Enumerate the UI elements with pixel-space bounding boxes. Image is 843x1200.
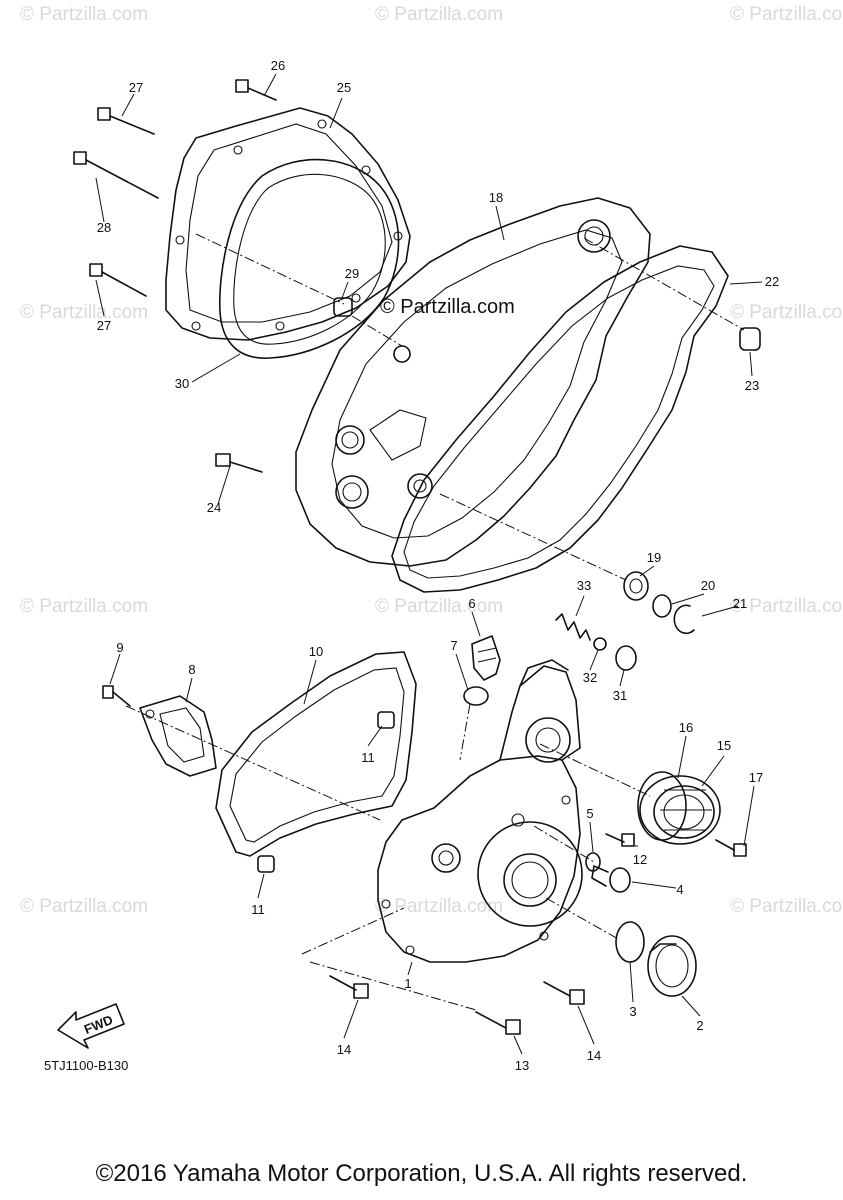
callout-30: 30 (175, 376, 189, 391)
copyright-text: ©2016 Yamaha Motor Corporation, U.S.A. A… (95, 1160, 748, 1187)
bolt-14b (543, 981, 585, 1005)
callout-11: 11 (251, 902, 265, 917)
watermark: © Partzilla.com (730, 4, 843, 25)
crankcase-cover-18 (295, 197, 651, 567)
ball-32 (593, 637, 607, 651)
washer-20 (652, 594, 672, 618)
callout-labels: 1 2 3 4 5 6 7 8 9 10 11 11 12 13 14 14 1… (97, 58, 779, 1073)
watermark: © Partzilla.com (730, 596, 843, 617)
o-ring-7 (463, 686, 489, 706)
callout-11: 11 (361, 750, 375, 765)
watermark: © Partzilla.com (20, 4, 148, 25)
callout-9: 9 (116, 640, 123, 655)
bolt-9 (102, 685, 131, 707)
callout-20: 20 (701, 578, 715, 593)
watermark: © Partzilla.com (375, 596, 503, 617)
callout-31: 31 (613, 688, 627, 703)
bolt-28 (73, 151, 159, 199)
plug-2 (647, 935, 697, 997)
callout-10: 10 (309, 644, 323, 659)
dowel-29 (333, 297, 353, 317)
callout-1: 1 (404, 976, 411, 991)
gasket-10 (215, 651, 417, 857)
watermark: © Partzilla.com (730, 302, 843, 323)
callout-18: 18 (489, 190, 503, 205)
watermark-center: © Partzilla.com (380, 296, 515, 318)
dowel-11a (377, 711, 395, 729)
watermark: © Partzilla.com (375, 896, 503, 917)
callout-5: 5 (586, 806, 593, 821)
callout-13: 13 (515, 1058, 529, 1073)
watermark-layer: © Partzilla.com © Partzilla.com © Partzi… (20, 4, 843, 917)
drawing-code: 5TJ1100-B130 (44, 1058, 128, 1073)
callout-7: 7 (450, 638, 457, 653)
callout-3: 3 (629, 1004, 636, 1019)
callout-19: 19 (647, 550, 661, 565)
callout-4: 4 (676, 882, 683, 897)
callout-23: 23 (745, 378, 759, 393)
watermark: © Partzilla.com (20, 596, 148, 617)
callout-26: 26 (271, 58, 285, 73)
o-ring-5 (585, 852, 601, 872)
leader-lines (95, 73, 763, 1055)
callout-8: 8 (188, 662, 195, 677)
plate-8 (139, 695, 217, 777)
gasket-30 (218, 158, 400, 359)
collar-31 (615, 645, 637, 671)
seal-19 (623, 571, 649, 601)
alignment-lines (125, 233, 745, 1011)
callout-29: 29 (345, 266, 359, 281)
dowel-23 (739, 327, 761, 351)
bolt-24 (215, 453, 263, 473)
watermark: © Partzilla.com (20, 896, 148, 917)
callout-2: 2 (696, 1018, 703, 1033)
dowel-11b (257, 855, 275, 873)
bolt-27b (89, 263, 147, 297)
callout-6: 6 (468, 596, 475, 611)
clutch-cover-25 (165, 107, 411, 341)
plug-6 (471, 635, 501, 681)
callout-14: 14 (587, 1048, 601, 1063)
gasket-22 (391, 245, 729, 593)
cover-15-16 (637, 771, 721, 845)
bolt-4 (591, 865, 631, 893)
callout-14: 14 (337, 1042, 351, 1057)
watermark: © Partzilla.com (730, 896, 843, 917)
bolt-26 (235, 79, 277, 101)
bolt-17 (715, 839, 747, 857)
callout-24: 24 (207, 500, 221, 515)
o-ring-3 (615, 921, 645, 963)
callout-15: 15 (717, 738, 731, 753)
circlip-21 (673, 604, 695, 635)
watermark: © Partzilla.com (20, 302, 148, 323)
bolt-14a (329, 975, 369, 999)
callout-27: 27 (97, 318, 111, 333)
spring-33 (555, 613, 591, 641)
callout-27: 27 (129, 80, 143, 95)
callout-21: 21 (733, 596, 747, 611)
callout-32: 32 (583, 670, 597, 685)
callout-12: 12 (633, 852, 647, 867)
callout-33: 33 (577, 578, 591, 593)
fwd-arrow-icon: FWD (57, 1003, 125, 1049)
bolt-27a (97, 107, 155, 135)
crankcase-cover-1 (377, 659, 583, 963)
bolt-13 (475, 1011, 521, 1035)
watermark: © Partzilla.com (375, 4, 503, 25)
callout-22: 22 (765, 274, 779, 289)
callout-28: 28 (97, 220, 111, 235)
callout-17: 17 (749, 770, 763, 785)
callout-25: 25 (337, 80, 351, 95)
callout-16: 16 (679, 720, 693, 735)
bolt-12 (605, 833, 635, 847)
